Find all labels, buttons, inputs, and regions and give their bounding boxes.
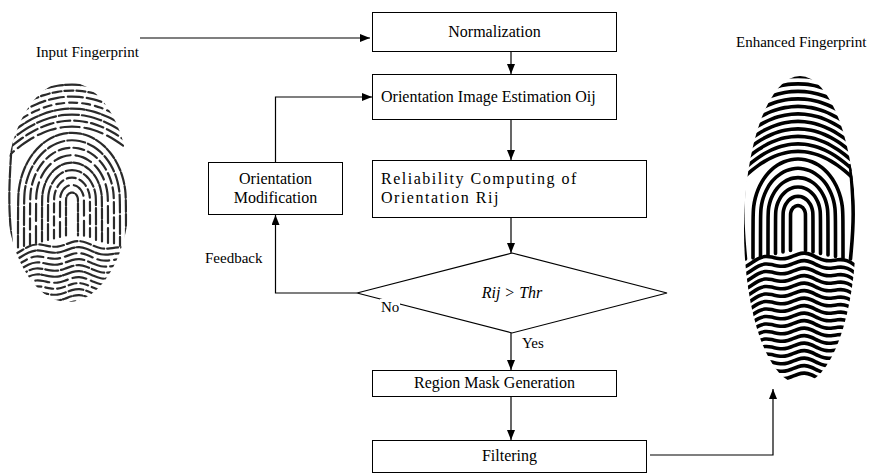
process-box: Orientation Modification — [208, 162, 343, 215]
ridge-line — [732, 61, 864, 86]
ridge-line — [0, 307, 144, 326]
ridge-line — [24, 140, 120, 246]
decision-diamond: Rij > Thr — [357, 253, 667, 333]
flow-arrow — [510, 52, 511, 74]
ridge-line — [732, 106, 864, 138]
ridge-line — [0, 265, 144, 284]
ridge-line — [858, 166, 861, 260]
ridge-line — [0, 259, 144, 278]
flow-arrow — [510, 333, 511, 370]
flow-arrow — [276, 97, 373, 162]
ridge-line — [735, 166, 738, 260]
ridge-line — [732, 373, 864, 392]
input-fingerprint-image — [0, 73, 144, 332]
flow-arrow — [510, 397, 511, 440]
ridge-line — [138, 141, 141, 244]
ridge-line — [743, 166, 746, 260]
ridge-line — [0, 289, 144, 308]
ridge-line — [732, 121, 864, 155]
ridge-line — [36, 155, 108, 243]
ridge-line — [732, 129, 864, 164]
ridge-line — [761, 168, 836, 256]
edge-label: Yes — [521, 335, 545, 352]
ridge-line — [851, 166, 854, 260]
ridge-line — [66, 193, 78, 236]
ridge-line — [0, 301, 144, 320]
ridge-line — [30, 148, 114, 245]
ridge-line — [3, 141, 6, 244]
process-box: Filtering — [372, 440, 647, 473]
ridge-line — [60, 185, 84, 237]
ridge-line — [0, 283, 144, 302]
ridge-line — [0, 97, 144, 128]
ridge-line — [732, 151, 864, 190]
ridge-line — [732, 69, 864, 95]
output-arrow — [650, 389, 773, 455]
caption-label: Feedback — [204, 250, 263, 267]
input-arrow — [140, 37, 370, 38]
ridge-line — [732, 84, 864, 112]
process-box: Normalization — [372, 12, 617, 52]
ridge-line — [0, 313, 144, 332]
flow-arrow — [510, 218, 511, 253]
node-text: Rij > Thr — [357, 284, 667, 303]
node-text: Orientation Image Estimation Oij — [381, 88, 608, 107]
flow-arrow — [510, 120, 511, 160]
ridge-line — [0, 79, 144, 106]
node-text: Region Mask Generation — [381, 374, 608, 393]
enhanced-fingerprint-image — [732, 46, 864, 392]
process-box: Orientation Image Estimation Oij — [372, 74, 617, 120]
ridge-line — [48, 170, 96, 240]
node-text: Orientation Modification — [217, 170, 334, 208]
node-text: Filtering — [381, 447, 638, 466]
ridge-line — [54, 178, 90, 239]
ridge-line — [0, 109, 144, 143]
ridge-line — [0, 295, 144, 314]
ridge-line — [0, 253, 144, 272]
caption-label: Enhanced Fingerprint — [735, 34, 867, 51]
ridge-line — [732, 114, 864, 147]
ridge-line — [9, 141, 12, 244]
ridge-line — [732, 144, 864, 182]
ridge-line — [132, 141, 135, 244]
ridge-line — [18, 133, 126, 248]
ridge-line — [732, 136, 864, 172]
ridge-line — [42, 163, 102, 242]
flow-arrow — [276, 215, 358, 293]
ridge-line — [0, 91, 144, 121]
ridge-line — [732, 99, 864, 130]
process-box: Region Mask Generation — [372, 370, 617, 397]
ridge-line — [768, 178, 828, 255]
node-text: Normalization — [381, 23, 608, 42]
diamond-shape — [357, 253, 667, 333]
ridge-line — [732, 76, 864, 103]
ridge-line — [753, 159, 843, 258]
ridge-line — [0, 103, 144, 136]
ridge-line — [776, 187, 821, 254]
ridge-line — [732, 91, 864, 120]
node-text: Reliability Computing of Orientation Rij — [381, 170, 638, 208]
caption-label: Input Fingerprint — [35, 44, 140, 61]
ridge-line — [0, 73, 144, 99]
ridge-line — [791, 206, 806, 251]
ridge-line — [783, 196, 813, 252]
edge-label: No — [380, 299, 400, 316]
ridge-line — [732, 54, 864, 77]
ridge-line — [0, 85, 144, 114]
ridge-line — [0, 277, 144, 296]
ridge-line — [0, 271, 144, 290]
process-box: Reliability Computing of Orientation Rij — [372, 160, 647, 218]
